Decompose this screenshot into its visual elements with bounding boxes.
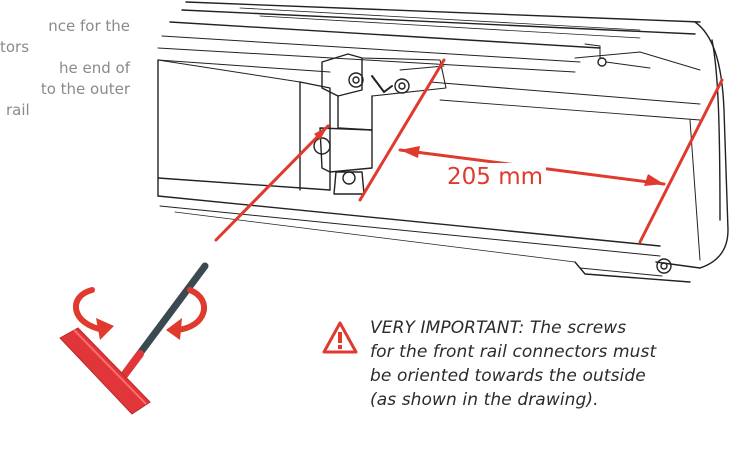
side-note-line: rail <box>6 101 30 119</box>
dimension-arrowhead-right-icon <box>644 174 664 186</box>
dimension-arrowhead-left-icon <box>400 146 420 158</box>
right-dimension-line <box>638 78 724 244</box>
side-note-line: nce for the <box>48 17 130 35</box>
measurement-lines <box>214 58 724 244</box>
tool-guide-line <box>214 124 330 242</box>
side-note-line: to the outer <box>40 80 130 98</box>
side-note-line: tors <box>0 38 30 56</box>
rail-profile <box>157 1 729 283</box>
warning-line: VERY IMPORTANT: The screws <box>370 318 627 338</box>
warning-line: (as shown in the drawing). <box>370 390 599 410</box>
dimension-label: 205 mm <box>444 163 547 191</box>
t-handle-hex-key <box>59 262 209 415</box>
rotate-arrow-icon <box>73 287 208 340</box>
warning-line: for the front rail connectors must <box>370 342 657 362</box>
guide-arrowhead-icon <box>314 126 328 140</box>
warning-note: VERY IMPORTANT: The screws for the front… <box>370 316 738 412</box>
left-dimension-line <box>358 58 446 202</box>
side-note-line: he end of <box>59 59 130 77</box>
side-note: nce for the tors he end of to the outer … <box>0 16 130 121</box>
warning-triangle-icon <box>322 321 358 354</box>
warning-line: be oriented towards the outside <box>370 366 646 386</box>
